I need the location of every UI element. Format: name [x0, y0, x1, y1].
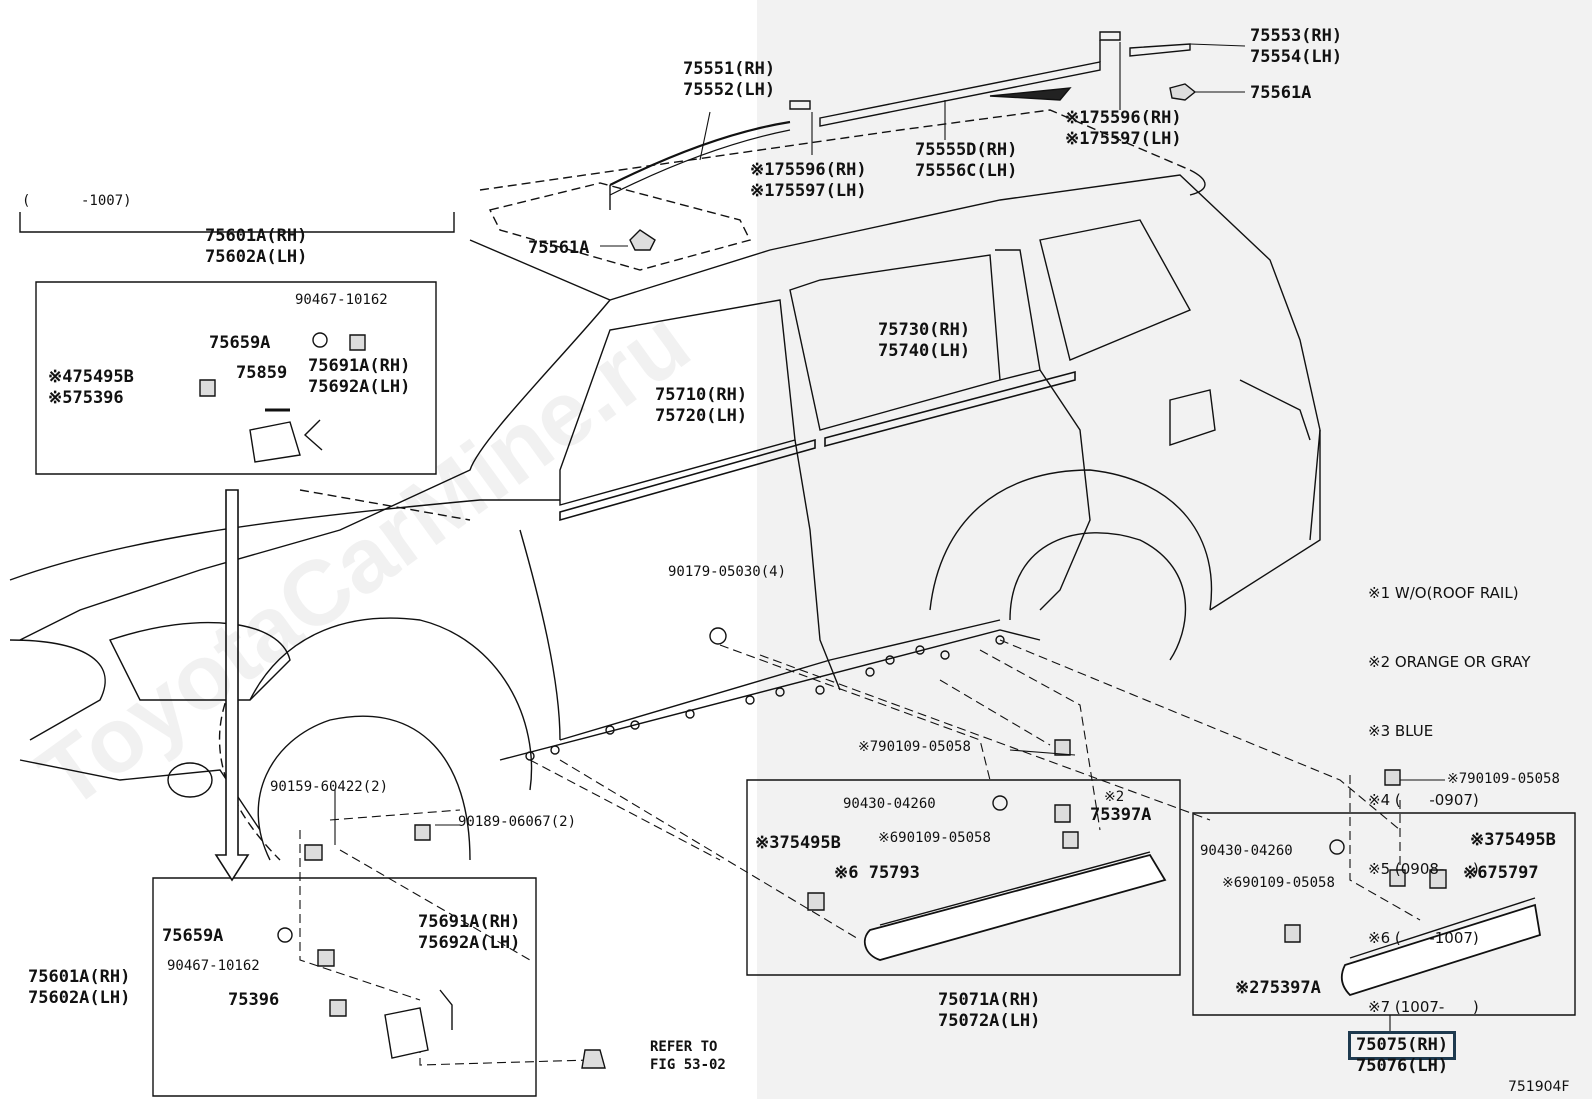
- label-right-rocker-lh[interactable]: 75076(LH): [1356, 1056, 1449, 1076]
- label-bot-box-plug[interactable]: 75659A: [162, 926, 224, 946]
- label-top-box-part[interactable]: 75601A(RH) 75602A(LH): [205, 226, 308, 267]
- label-mid-rocker[interactable]: 75071A(RH) 75072A(LH): [938, 990, 1041, 1031]
- label-rear-door-molding[interactable]: 75730(RH) 75740(LH): [878, 320, 971, 361]
- note-7: ※7 (1007- ): [1368, 998, 1479, 1016]
- label-roof-rail-rear[interactable]: 75553(RH) 75554(LH): [1250, 26, 1343, 67]
- label-roof-rail-front[interactable]: 75551(RH) 75552(LH): [683, 59, 776, 100]
- note-1: ※1 W/O(ROOF RAIL): [1368, 584, 1519, 602]
- label-right-screw-top[interactable]: ※790109-05058: [1447, 771, 1560, 787]
- label-roof-cover-rear[interactable]: ※175596(RH) ※175597(LH): [1065, 108, 1182, 149]
- label-top-box-seal[interactable]: 75859: [236, 363, 288, 383]
- highlight-panel-background: [757, 0, 1592, 1099]
- label-mid-molding[interactable]: ※6 75793: [834, 863, 920, 883]
- note-2: ※2 ORANGE OR GRAY: [1368, 653, 1531, 671]
- label-rail-clip-rear[interactable]: 75561A: [1250, 83, 1312, 103]
- label-mid-clip-3[interactable]: ※375495B: [755, 833, 841, 853]
- label-top-box-clip[interactable]: ※475495B ※575396: [48, 367, 134, 408]
- label-top-box-screw[interactable]: 90467-10162: [295, 292, 388, 308]
- label-right-washer[interactable]: 90430-04260: [1200, 843, 1293, 859]
- label-mid-washer[interactable]: 90430-04260: [843, 796, 936, 812]
- label-rail-clip-front[interactable]: 75561A: [528, 238, 590, 258]
- figure-id: 751904F: [1508, 1079, 1570, 1095]
- label-right-screw-6[interactable]: ※690109-05058: [1222, 875, 1335, 891]
- label-nut-front[interactable]: 90189-06067(2): [458, 814, 577, 830]
- label-right-rocker-rh[interactable]: 75075(RH): [1347, 1031, 1457, 1060]
- notes-legend: ※1 W/O(ROOF RAIL) ※2 ORANGE OR GRAY ※3 B…: [1368, 536, 1531, 1042]
- date-range-label: ( -1007): [22, 193, 132, 209]
- label-roof-molding-center[interactable]: 75555D(RH) 75556C(LH): [915, 140, 1018, 181]
- note-6: ※6 ( -1007): [1368, 929, 1479, 947]
- label-bot-box-part[interactable]: 75601A(RH) 75602A(LH): [28, 967, 131, 1008]
- note-4: ※4 ( -0907): [1368, 791, 1479, 809]
- label-front-door-molding[interactable]: 75710(RH) 75720(LH): [655, 385, 748, 426]
- label-top-box-plug[interactable]: 75659A: [209, 333, 271, 353]
- label-top-box-retainer[interactable]: 75691A(RH) 75692A(LH): [308, 356, 411, 397]
- label-mid-screw-top[interactable]: ※790109-05058: [858, 739, 971, 755]
- label-bot-box-clip[interactable]: 75396: [228, 990, 280, 1010]
- label-bot-box-screw[interactable]: 90467-10162: [167, 958, 260, 974]
- label-right-molding[interactable]: ※675797: [1463, 863, 1539, 883]
- refer-to-fig[interactable]: REFER TO FIG 53-02: [650, 1039, 726, 1073]
- note-5: ※5 (0908- ): [1368, 860, 1479, 878]
- label-right-clip-a[interactable]: ※275397A: [1235, 978, 1321, 998]
- note-3: ※3 BLUE: [1368, 722, 1434, 740]
- label-body-clip[interactable]: 90179-05030(4): [668, 564, 787, 580]
- label-bolt-front[interactable]: 90159-60422(2): [270, 779, 389, 795]
- label-right-clip-3[interactable]: ※375495B: [1470, 830, 1556, 850]
- label-roof-cover-center[interactable]: ※175596(RH) ※175597(LH): [750, 160, 867, 201]
- label-mid-note2: ※2: [1104, 789, 1125, 805]
- label-mid-clip-a[interactable]: 75397A: [1090, 805, 1152, 825]
- label-bot-box-retainer[interactable]: 75691A(RH) 75692A(LH): [418, 912, 521, 953]
- label-mid-screw-6[interactable]: ※690109-05058: [878, 830, 991, 846]
